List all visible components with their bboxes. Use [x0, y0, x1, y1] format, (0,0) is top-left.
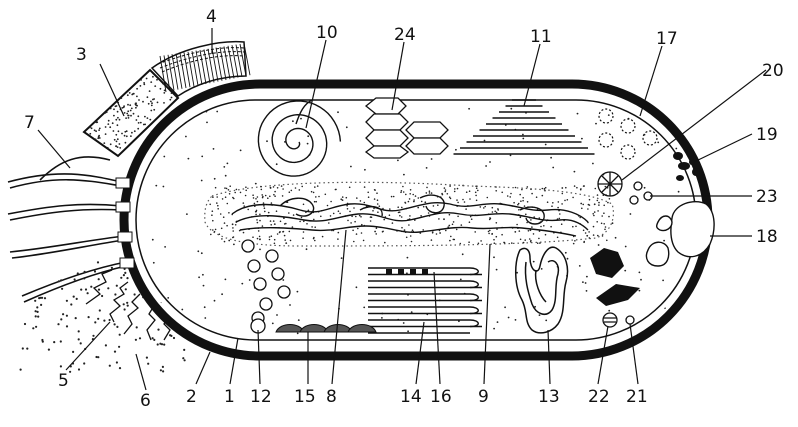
granule-22 [603, 313, 617, 327]
granule-21 [626, 316, 634, 324]
label-2: 2 [186, 387, 197, 407]
label-11: 11 [530, 27, 552, 47]
label-23: 23 [756, 187, 778, 207]
label-7: 7 [24, 113, 35, 133]
label-21: 21 [626, 387, 648, 407]
label-20: 20 [762, 61, 784, 81]
label-12: 12 [250, 387, 272, 407]
label-5: 5 [58, 371, 69, 391]
label-13: 13 [538, 387, 560, 407]
label-22: 22 [588, 387, 610, 407]
label-19: 19 [756, 125, 778, 145]
label-15: 15 [294, 387, 316, 407]
label-6: 6 [140, 391, 151, 411]
label-24: 24 [394, 25, 416, 45]
flagella [8, 157, 126, 302]
label-14: 14 [400, 387, 422, 407]
label-4: 4 [206, 7, 217, 27]
label-9: 9 [478, 387, 489, 407]
label-16: 16 [430, 387, 452, 407]
label-10: 10 [316, 23, 338, 43]
label-8: 8 [326, 387, 337, 407]
label-17: 17 [656, 29, 678, 49]
label-3: 3 [76, 45, 87, 65]
label-1: 1 [224, 387, 235, 407]
label-18: 18 [756, 227, 778, 247]
carboxysome [598, 172, 622, 196]
